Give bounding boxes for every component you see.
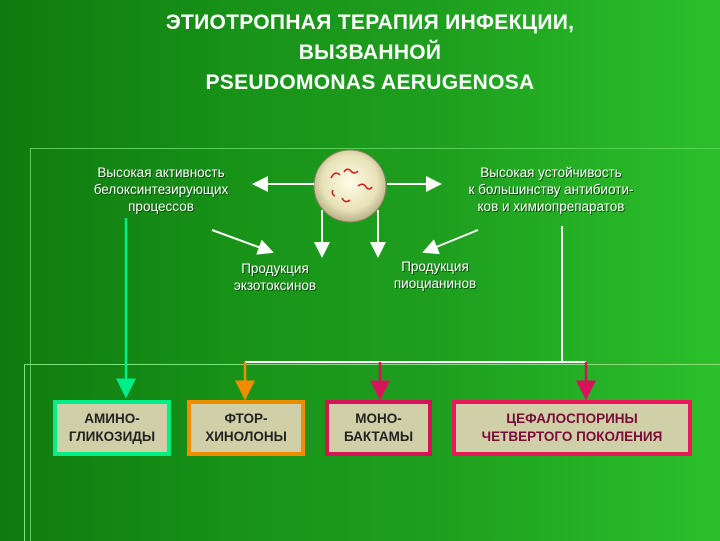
title-line-1: ЭТИОТРОПНАЯ ТЕРАПИЯ ИНФЕКЦИИ, <box>165 11 575 34</box>
node-protein-synthesis-text: Высокая активность белоксинтезирующих пр… <box>93 165 229 214</box>
node-pyocyanins: Продукция пиоцианинов <box>370 258 500 292</box>
node-exotoxins: Продукция экзотоксинов <box>210 260 340 294</box>
drug-cephalosporins-label: ЦЕФАЛОСПОРИНЫ ЧЕТВЕРТОГО ПОКОЛЕНИЯ <box>481 411 663 444</box>
node-exotoxins-text: Продукция экзотоксинов <box>233 261 317 293</box>
node-resistance: Высокая устойчивость к большинству антиб… <box>436 164 666 215</box>
title-line-3: PSEUDOMONAS AERUGENOSA <box>205 71 535 94</box>
drug-box-cephalosporins: ЦЕФАЛОСПОРИНЫ ЧЕТВЕРТОГО ПОКОЛЕНИЯ <box>452 400 692 456</box>
diagram-panel <box>30 148 720 541</box>
drug-aminoglycosides-label: АМИНО- ГЛИКОЗИДЫ <box>68 411 156 444</box>
drug-box-fluoroquinolones: ФТОР- ХИНОЛОНЫ <box>187 400 305 456</box>
node-pyocyanins-text: Продукция пиоцианинов <box>393 259 477 291</box>
bacterium-icon <box>313 149 387 223</box>
node-protein-synthesis: Высокая активность белоксинтезирующих пр… <box>66 164 256 215</box>
node-resistance-text: Высокая устойчивость к большинству антиб… <box>468 165 634 214</box>
drug-monobactams-label: МОНО- БАКТАМЫ <box>343 411 414 444</box>
drug-fluoroquinolones-label: ФТОР- ХИНОЛОНЫ <box>205 411 287 444</box>
title-line-2: ВЫЗВАННОЙ <box>298 41 442 64</box>
arrow-resistance-to-pyocyanins <box>422 229 479 255</box>
drugs-panel <box>24 364 720 541</box>
arrow-protein-to-exotoxins <box>211 229 274 255</box>
drug-box-monobactams: МОНО- БАКТАМЫ <box>325 400 432 456</box>
drug-box-aminoglycosides: АМИНО- ГЛИКОЗИДЫ <box>53 400 171 456</box>
slide-title: ЭТИОТРОПНАЯ ТЕРАПИЯ ИНФЕКЦИИ, ВЫЗВАННОЙ … <box>60 8 680 98</box>
